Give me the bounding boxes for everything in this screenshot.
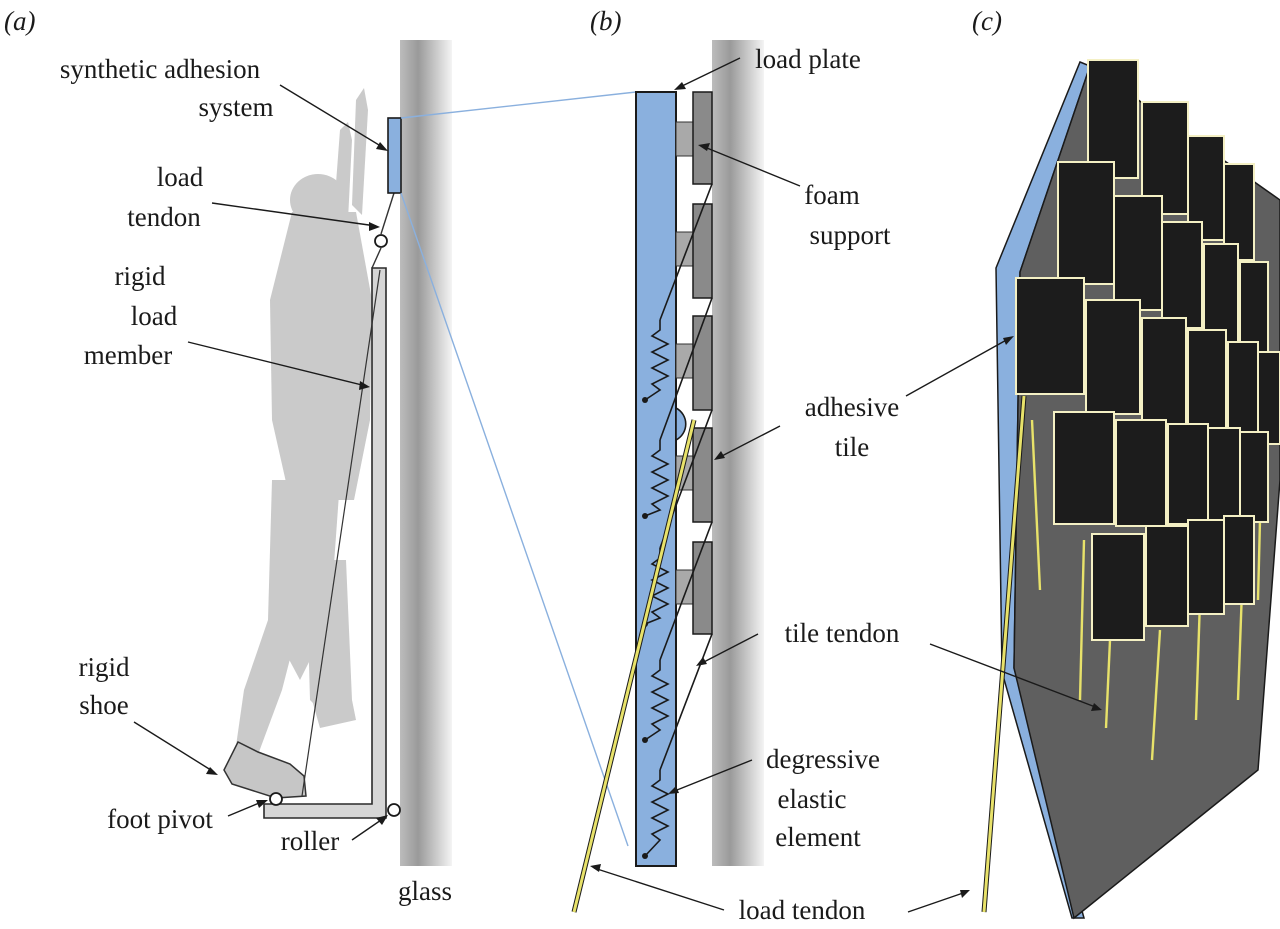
- glass-slab: [400, 40, 452, 866]
- tile: [1015, 277, 1085, 395]
- label-load-tendon: load tendon: [739, 895, 866, 925]
- tile: [1145, 525, 1189, 627]
- label-elastic: elastic: [778, 784, 847, 814]
- tendon-link: [371, 247, 382, 269]
- tile: [1203, 243, 1239, 345]
- tile-tendons-c: [1030, 419, 1262, 761]
- panel-label-c: (c): [972, 6, 1002, 36]
- adhesive-tile: [692, 427, 713, 523]
- label-member: member: [84, 340, 172, 370]
- tile: [1085, 299, 1141, 415]
- human-silhouette: [234, 88, 372, 760]
- synthetic-adhesion-system: [387, 117, 402, 194]
- tendon-attachment: [675, 406, 687, 442]
- tile: [1223, 515, 1255, 605]
- foot-pivot: [269, 792, 283, 806]
- tile: [1087, 59, 1139, 179]
- adhesive-tile: [692, 315, 713, 411]
- panel-label-a: (a): [4, 6, 35, 36]
- label-foam: foam: [804, 180, 859, 210]
- panel-label-b: (b): [590, 6, 621, 36]
- label-element: element: [775, 822, 861, 852]
- adhesive-tile: [692, 203, 713, 299]
- tile: [1167, 423, 1209, 525]
- adhesive-tile: [692, 91, 713, 185]
- adhesive-tile-array: [1015, 59, 1280, 641]
- rigid-load-member: [263, 267, 387, 819]
- tile: [1115, 419, 1167, 527]
- label-tendon: tendon: [127, 202, 201, 232]
- leader-lines-a: [133, 84, 388, 841]
- leader-lines-b: [590, 57, 970, 913]
- label-adhesive: adhesive: [805, 392, 899, 422]
- tile: [1091, 533, 1145, 641]
- label-rigid-2: rigid: [79, 652, 130, 682]
- label-system: system: [198, 92, 273, 122]
- load-tendon-a: [380, 192, 395, 235]
- tile-stack: [675, 91, 713, 635]
- tile: [1057, 161, 1115, 285]
- label-load: load: [157, 162, 204, 192]
- label-support: support: [810, 220, 891, 250]
- label-tile-tendon: tile tendon: [785, 618, 900, 648]
- tile: [1053, 411, 1115, 525]
- load-plate: [635, 91, 677, 867]
- label-roller: roller: [281, 826, 339, 856]
- shoe-strut: [301, 269, 381, 797]
- label-glass: glass: [398, 876, 452, 906]
- degressive-springs: [644, 320, 670, 857]
- leader-lines-c: [905, 336, 1102, 711]
- tile: [1257, 351, 1280, 445]
- label-load-plate: load plate: [755, 44, 861, 74]
- zoom-lines: [400, 91, 637, 847]
- rigid-shoe: [223, 740, 307, 799]
- label-tile: tile: [835, 432, 870, 462]
- load-tendon-b: [572, 419, 696, 913]
- tile: [1207, 427, 1241, 525]
- tile: [1187, 519, 1225, 615]
- foam-support: [675, 121, 695, 157]
- tile: [1141, 317, 1187, 425]
- panel-b: (b): [571, 6, 970, 925]
- tendon-pivot: [374, 234, 388, 248]
- adhesive-tile: [692, 541, 713, 635]
- label-foot-pivot: foot pivot: [107, 804, 213, 834]
- tile: [1161, 221, 1203, 329]
- tile: [1239, 431, 1269, 523]
- tile: [1113, 195, 1163, 311]
- panel-a: (a): [4, 6, 637, 906]
- label-shoe: shoe: [79, 690, 129, 720]
- roller: [387, 803, 401, 817]
- label-degressive: degressive: [766, 744, 880, 774]
- spring-anchors: [642, 397, 648, 859]
- label-rigid-1: rigid: [115, 261, 166, 291]
- tile: [1187, 329, 1227, 431]
- load-tendon-c: [982, 395, 1026, 913]
- label-synthetic-adhesion: synthetic adhesion: [60, 54, 261, 84]
- tile: [1227, 341, 1259, 439]
- label-load-member: load: [131, 301, 178, 331]
- panel-c: (c): [905, 6, 1280, 920]
